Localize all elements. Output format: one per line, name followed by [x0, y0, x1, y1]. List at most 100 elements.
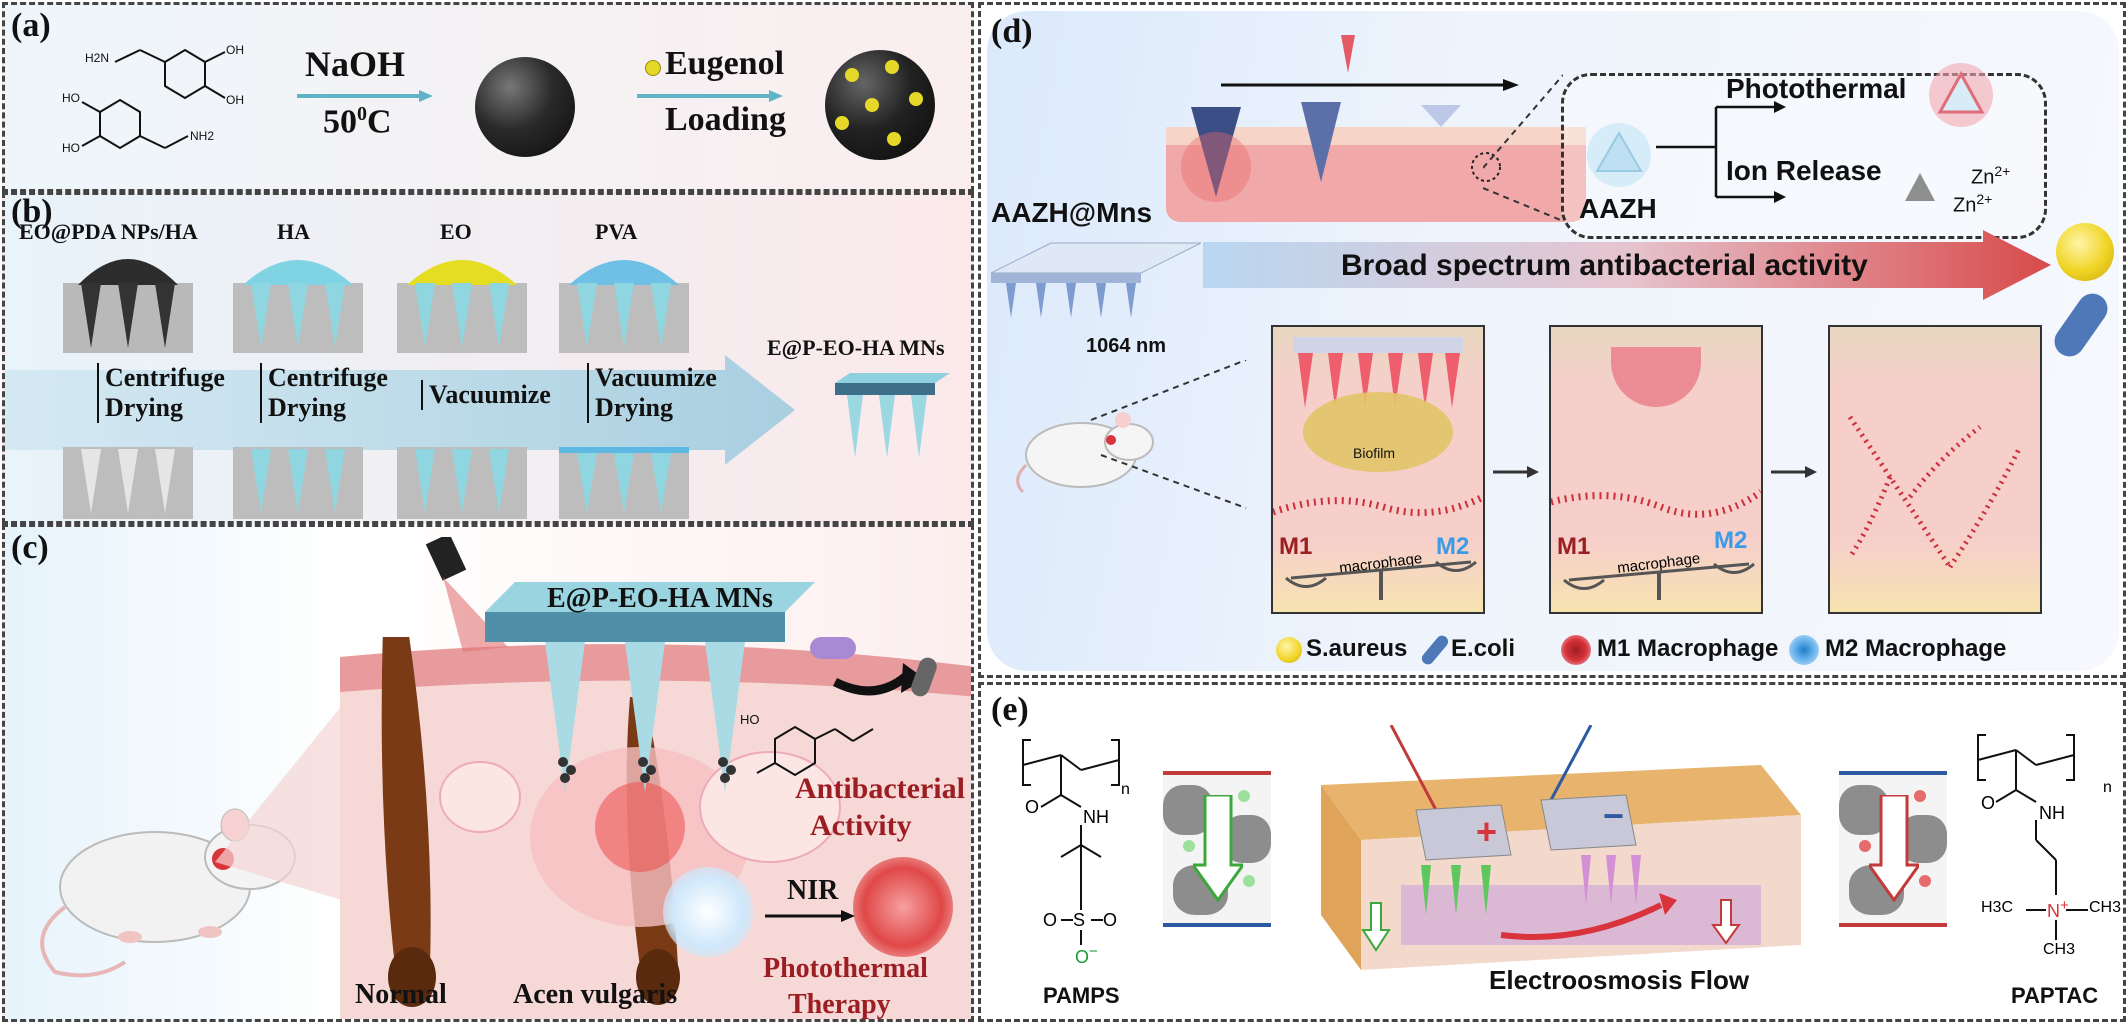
aazh-label: AAZH — [1579, 193, 1657, 224]
legend-e-coli: E.coli — [1451, 635, 1516, 662]
svg-text:OH: OH — [226, 43, 244, 57]
normal-label: Normal — [355, 979, 447, 1010]
nir-arrow — [765, 910, 855, 922]
legend-m2: M2 Macrophage — [1825, 635, 2007, 662]
mn-patch-d — [991, 242, 1201, 318]
ion-release-label: Ion Release — [1726, 155, 1882, 186]
paptac-structure — [1977, 734, 2088, 940]
legend-s-aureus: S.aureus — [1306, 635, 1408, 662]
eugenol-text: Eugenol — [665, 45, 785, 82]
structure-oh: HO — [740, 712, 760, 727]
paptac-ch3-bottom: CH3 — [2043, 941, 2076, 958]
photothermal-label: Photothermal — [1726, 73, 1907, 104]
paptac-nh: NH — [2039, 803, 2065, 823]
antibacterial-banner — [1203, 230, 2051, 300]
mold-bottom-1 — [63, 447, 193, 519]
bacteria-cluster-after — [853, 857, 953, 957]
svg-text:HO: HO — [62, 91, 80, 105]
aazh-particle-icon — [1587, 123, 1651, 187]
electroosmosis-device — [1321, 725, 1801, 970]
balance-1 — [1285, 560, 1477, 600]
eugenol-structure — [756, 725, 874, 777]
panel-d: (d) AAZH Photothermal Ion Release Zn2+ Z… — [978, 2, 2126, 678]
paptac-o: O — [1981, 793, 1996, 813]
antibacterial-line2: Activity — [810, 809, 912, 842]
laser-beam-icon — [1341, 35, 1355, 73]
arrow-a1 — [297, 90, 433, 102]
mouse-d — [1016, 412, 1154, 494]
panel-c: (c) — [2, 524, 974, 1022]
pamps-n: n — [1121, 781, 1130, 798]
branch-arrows — [1656, 101, 1786, 203]
patch-label: E@P-EO-HA MNs — [547, 583, 773, 614]
paptac-ch3-right: CH3 — [2089, 899, 2122, 916]
s-aureus-large — [2056, 223, 2114, 281]
mold-top-4 — [559, 260, 689, 353]
heated-particle-icon — [1929, 63, 1993, 127]
pamps-o-right: O — [1103, 910, 1118, 930]
plus-sign: + — [1476, 811, 1498, 852]
zn-ion-2: Zn2+ — [1953, 191, 1993, 217]
pamps-nh: NH — [1083, 807, 1109, 827]
panel-d-label: (d) — [991, 13, 1033, 50]
panel-c-label: (c) — [11, 529, 49, 566]
temperature: 500C — [323, 103, 392, 141]
svg-text:H2N: H2N — [85, 51, 109, 65]
mold-top-2 — [233, 260, 363, 353]
photothermal-line1: Photothermal — [763, 953, 928, 984]
legend-m2-icon — [1789, 635, 1819, 665]
mold-top-3 — [397, 260, 527, 353]
arrow-a2 — [637, 90, 783, 102]
pamps-s: S — [1073, 910, 1086, 930]
minus-sign: − — [1603, 795, 1625, 836]
stage-arrow-2 — [1771, 466, 1817, 478]
bacteria-kill-icon — [810, 637, 937, 697]
mold-label-1: EO@PDA NPs/HA — [19, 219, 198, 244]
zoom-cone — [215, 677, 365, 907]
step-3: Vacuumize — [421, 380, 551, 410]
pamps-label: PAMPS — [1043, 983, 1120, 1008]
pda-nanoparticle — [475, 57, 575, 157]
zoom-lines — [1483, 74, 1563, 222]
biofilm-region — [1303, 392, 1453, 472]
zn-ion-1: Zn2+ — [1971, 163, 2011, 189]
stage-3 — [1828, 325, 2042, 614]
pamps-o: O — [1025, 797, 1040, 817]
mold-bottom-3 — [397, 447, 527, 519]
eugenol-dot-icon — [645, 60, 661, 76]
pamps-o-left: O — [1043, 910, 1058, 930]
mold-bottom-4 — [559, 447, 689, 519]
loading-text: Loading — [665, 101, 786, 138]
antibacterial-line1: Antibacterial — [795, 772, 965, 805]
svg-text:NH2: NH2 — [190, 129, 214, 143]
banner-text: Broad spectrum antibacterial activity — [1341, 249, 1868, 282]
mn-patch — [485, 582, 815, 792]
legend-m1: M1 Macrophage — [1597, 635, 1779, 662]
zoom-lines-d — [1090, 360, 1247, 509]
paptac-h3c: H3C — [1981, 899, 2014, 916]
reagent-naoh: NaOH — [305, 44, 406, 84]
legend-s-aureus-icon — [1276, 637, 1302, 663]
panel-a-label: (a) — [11, 7, 51, 44]
m1-label-2: M1 — [1557, 533, 1591, 560]
mold-label-3: EO — [440, 219, 472, 244]
mold-label-4: PVA — [595, 219, 638, 244]
product-label: E@P-EO-HA MNs — [767, 335, 945, 360]
svg-text:HO: HO — [62, 141, 80, 155]
paptac-label: PAPTAC — [2011, 983, 2099, 1008]
panel-e: (e) n O NH S O O O− PAMPS — [978, 682, 2126, 1022]
stage-1: Biofilm — [1271, 325, 1485, 614]
skin-strip — [1166, 102, 1586, 222]
product-patch — [835, 373, 950, 458]
m1-label-1: M1 — [1279, 533, 1313, 560]
acne-label: Acen vulgaris — [513, 979, 678, 1010]
pamps-inset — [1163, 771, 1271, 927]
paptac-inset — [1839, 771, 1947, 927]
m2-label-2: M2 — [1714, 527, 1748, 554]
photothermal-line2: Therapy — [788, 989, 891, 1020]
